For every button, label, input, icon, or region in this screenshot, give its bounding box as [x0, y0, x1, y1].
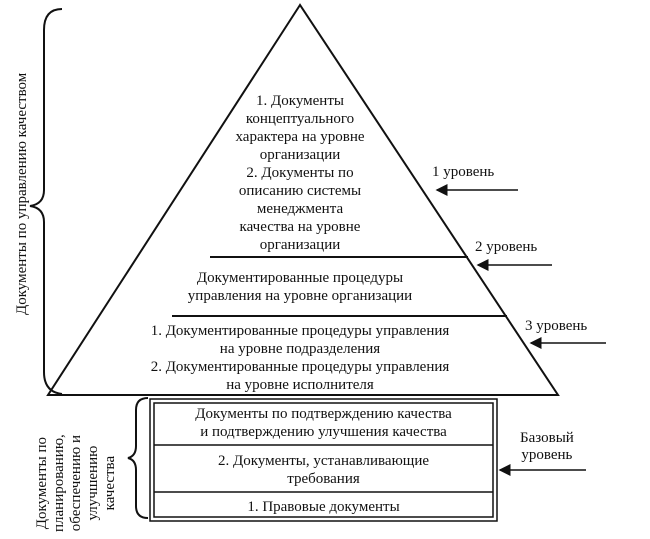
apex-line: менеджмента — [256, 201, 344, 217]
lower-left-brace — [127, 397, 149, 519]
bottom-line: 2. Документированные процедуры управлени… — [150, 359, 450, 375]
upper-bracket-label: Документы по управлению качеством — [14, 72, 30, 315]
base-level-label: Базовый уровень — [520, 430, 574, 463]
base-block — [149, 398, 498, 522]
apex-line: 1. Документы — [256, 93, 344, 109]
apex-line: 2. Документы по — [246, 165, 354, 181]
lower-bracket-label: Документы по планированию, обеспечению и… — [34, 434, 118, 532]
base-outer-frame — [149, 398, 498, 522]
bottom-line: на уровне подразделения — [219, 341, 381, 357]
bottom-line: на уровне исполнителя — [226, 377, 374, 393]
bottom-line: 1. Документированные процедуры управлени… — [150, 323, 450, 339]
base-row-quality-confirmation: Документы по подтверждению качества и по… — [195, 406, 452, 440]
level-2-label: 2 уровень — [475, 239, 538, 255]
apex-line: описанию системы — [238, 183, 362, 199]
bottom-section-text: 1. Документированные процедуры управлени… — [95, 322, 505, 394]
level-1-label: 1 уровень — [432, 164, 495, 180]
middle-line: управления на уровне организации — [187, 288, 413, 304]
base-row-legal-documents: 1. Правовые документы — [247, 499, 400, 515]
base-inner-frame — [153, 402, 494, 518]
apex-line: концептуального — [245, 111, 355, 127]
apex-section-text: 1. Документы концептуального характера н… — [195, 92, 405, 254]
apex-line: организации — [259, 237, 341, 253]
apex-line: организации — [259, 147, 341, 163]
base-row-requirement-documents: 2. Документы, устанавливающие требования — [217, 453, 430, 487]
apex-line: характера на уровне — [235, 129, 365, 145]
apex-line: качества на уровне — [239, 219, 361, 235]
middle-line: Документированные процедуры — [196, 270, 404, 286]
upper-left-brace — [29, 8, 63, 395]
level-3-label: 3 уровень — [525, 318, 588, 334]
pyramid-outline — [46, 3, 560, 396]
middle-section-text: Документированные процедуры управления н… — [150, 269, 450, 305]
